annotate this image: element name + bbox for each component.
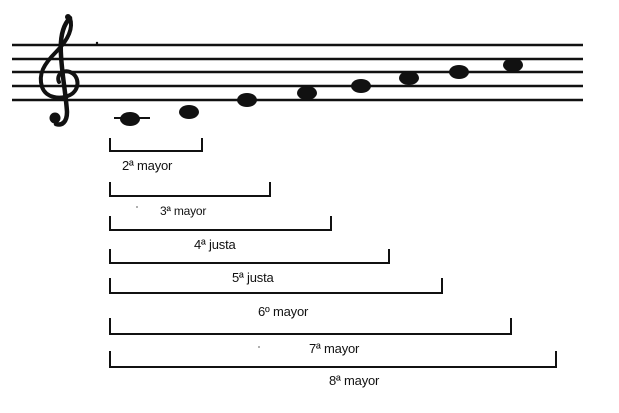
note-c5 (503, 58, 523, 72)
note-a4 (399, 71, 419, 85)
speck (95, 41, 99, 45)
treble-clef-icon (38, 14, 80, 127)
clef-tail-dot (49, 112, 61, 124)
note-f4 (297, 86, 317, 100)
notes (114, 58, 523, 126)
staff-lines (12, 43, 583, 102)
clef-top-dot (65, 14, 71, 20)
note-b4 (449, 65, 469, 79)
interval-bracket-6 (109, 278, 443, 294)
interval-bracket-3 (109, 182, 271, 197)
interval-label-7: 7ª mayor (309, 341, 360, 356)
interval-label-5: 5ª justa (232, 270, 274, 285)
interval-bracket-7 (109, 318, 512, 335)
interval-label-3: 3ª mayor (160, 204, 207, 218)
interval-label-6: 6º mayor (258, 304, 309, 319)
speck (258, 346, 260, 348)
interval-label-2: 2ª mayor (122, 158, 173, 173)
interval-bracket-5 (109, 249, 390, 264)
interval-label-8: 8ª mayor (329, 373, 380, 388)
speck (136, 206, 138, 208)
interval-label-4: 4ª justa (194, 237, 236, 252)
note-e4 (237, 93, 257, 107)
note-d4 (179, 105, 199, 119)
interval-bracket-8 (109, 351, 557, 368)
interval-bracket-4 (109, 216, 332, 231)
interval-bracket-2 (109, 138, 203, 152)
note-c4 (120, 112, 140, 126)
note-g4 (351, 79, 371, 93)
